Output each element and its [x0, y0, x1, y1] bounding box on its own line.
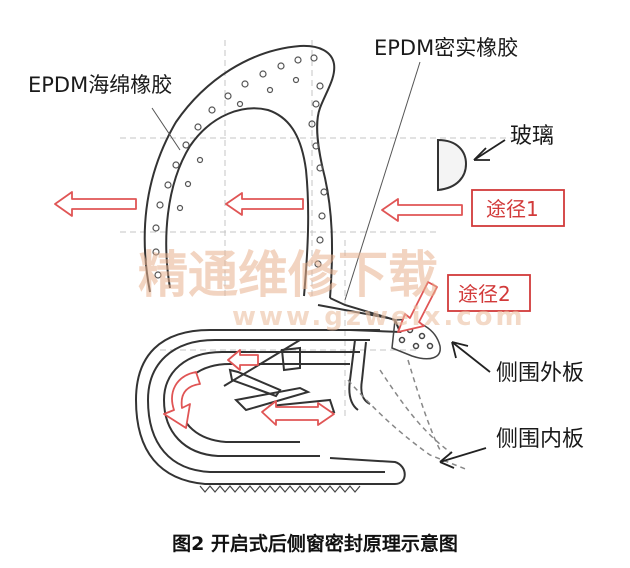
label-leaders — [151, 61, 421, 301]
label-path2: 途径2 — [458, 282, 511, 306]
arrow-curved-return — [163, 371, 201, 429]
watermark-text: 精通维修下载 — [138, 245, 438, 304]
flow-arrows — [54, 191, 463, 429]
label-epdm-sponge: EPDM海绵橡胶 — [28, 73, 172, 97]
glass-edge — [437, 138, 468, 192]
path2-box — [447, 274, 531, 312]
figure-caption: 图2 开启式后侧窗密封原理示意图 — [172, 532, 458, 555]
label-outer-panel: 侧围外板 — [496, 361, 584, 386]
arrow-clamp-top — [227, 349, 259, 371]
arrow-path1 — [381, 198, 463, 222]
label-glass: 玻璃 — [510, 124, 554, 149]
arrow-left-inner — [225, 192, 304, 216]
label-path1: 途径1 — [486, 197, 539, 221]
inner-body-panel — [347, 359, 469, 471]
outer-body-panel — [348, 339, 371, 411]
watermark-url: www.gzweix.com — [232, 302, 526, 332]
arrow-path2 — [397, 281, 438, 333]
arrow-left-outer — [54, 191, 137, 217]
leader-arrows — [439, 139, 506, 469]
grip-teeth — [199, 485, 361, 493]
sponge-rubber-bulb — [143, 44, 336, 299]
arrow-clamp-bottom — [261, 400, 335, 426]
path1-box — [471, 189, 565, 227]
sponge-pores — [152, 54, 328, 279]
label-epdm-solid: EPDM密实橡胶 — [374, 36, 518, 60]
label-inner-panel: 侧围内板 — [496, 427, 584, 452]
